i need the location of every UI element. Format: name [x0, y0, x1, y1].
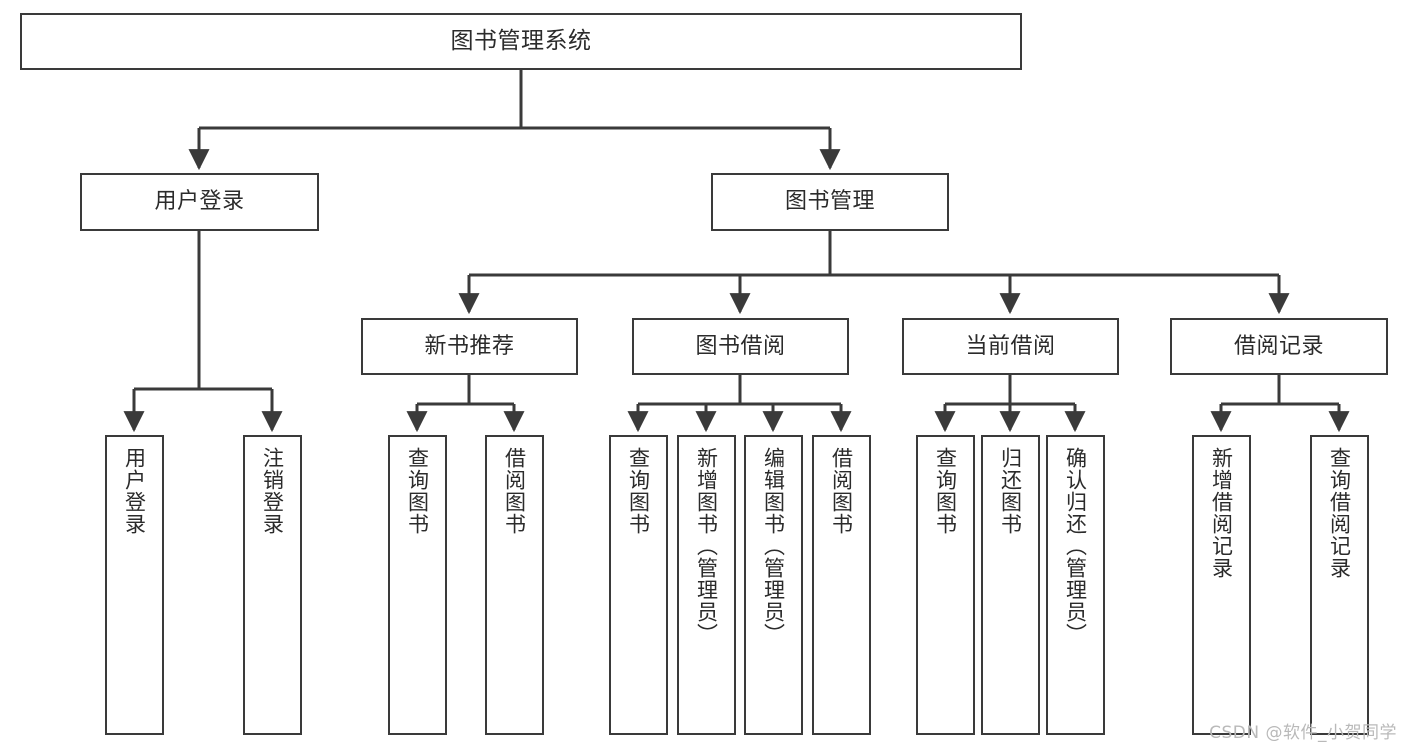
- leaf-record-query-record[interactable]: 查询借阅记录: [1310, 435, 1369, 735]
- node-borrow-record[interactable]: 借阅记录: [1170, 318, 1388, 375]
- node-label: 借阅图书: [829, 447, 854, 535]
- leaf-user-login-login[interactable]: 用户登录: [105, 435, 164, 735]
- node-label: 借阅记录: [1233, 333, 1324, 359]
- node-label: 新增图书（管理员）: [694, 447, 719, 645]
- node-label: 图书管理: [784, 189, 875, 215]
- leaf-recommend-borrow-book[interactable]: 借阅图书: [485, 435, 544, 735]
- leaf-borrow-query-book[interactable]: 查询图书: [609, 435, 668, 735]
- leaf-borrow-edit-book[interactable]: 编辑图书（管理员）: [744, 435, 803, 735]
- node-new-book-recommend[interactable]: 新书推荐: [361, 318, 578, 375]
- leaf-user-login-logout[interactable]: 注销登录: [243, 435, 302, 735]
- leaf-record-add-record[interactable]: 新增借阅记录: [1192, 435, 1251, 735]
- node-book-management[interactable]: 图书管理: [711, 173, 949, 231]
- node-label: 用户登录: [122, 447, 147, 535]
- node-label: 图书管理系统: [450, 27, 592, 54]
- leaf-current-return-book[interactable]: 归还图书: [981, 435, 1040, 735]
- node-label: 查询图书: [626, 447, 651, 535]
- leaf-borrow-add-book[interactable]: 新增图书（管理员）: [677, 435, 736, 735]
- node-label: 图书借阅: [695, 333, 786, 359]
- leaf-borrow-borrow-book[interactable]: 借阅图书: [812, 435, 871, 735]
- node-label: 编辑图书（管理员）: [761, 447, 786, 645]
- node-label: 查询图书: [933, 447, 958, 535]
- node-label: 新增借阅记录: [1209, 447, 1234, 579]
- node-label: 注销登录: [260, 447, 285, 535]
- node-label: 查询图书: [405, 447, 430, 535]
- node-root-system[interactable]: 图书管理系统: [20, 13, 1022, 70]
- leaf-current-confirm-return[interactable]: 确认归还（管理员）: [1046, 435, 1105, 735]
- node-user-login[interactable]: 用户登录: [80, 173, 319, 231]
- node-book-borrow[interactable]: 图书借阅: [632, 318, 849, 375]
- leaf-current-query-book[interactable]: 查询图书: [916, 435, 975, 735]
- node-label: 归还图书: [998, 447, 1023, 535]
- node-current-borrow[interactable]: 当前借阅: [902, 318, 1119, 375]
- node-label: 借阅图书: [502, 447, 527, 535]
- csdn-watermark: CSDN @软件_小贺同学: [1209, 723, 1397, 743]
- leaf-recommend-query-book[interactable]: 查询图书: [388, 435, 447, 735]
- node-label: 用户登录: [154, 189, 245, 215]
- node-label: 确认归还（管理员）: [1063, 447, 1088, 645]
- node-label: 新书推荐: [424, 333, 515, 359]
- node-label: 当前借阅: [965, 333, 1056, 359]
- node-label: 查询借阅记录: [1327, 447, 1352, 579]
